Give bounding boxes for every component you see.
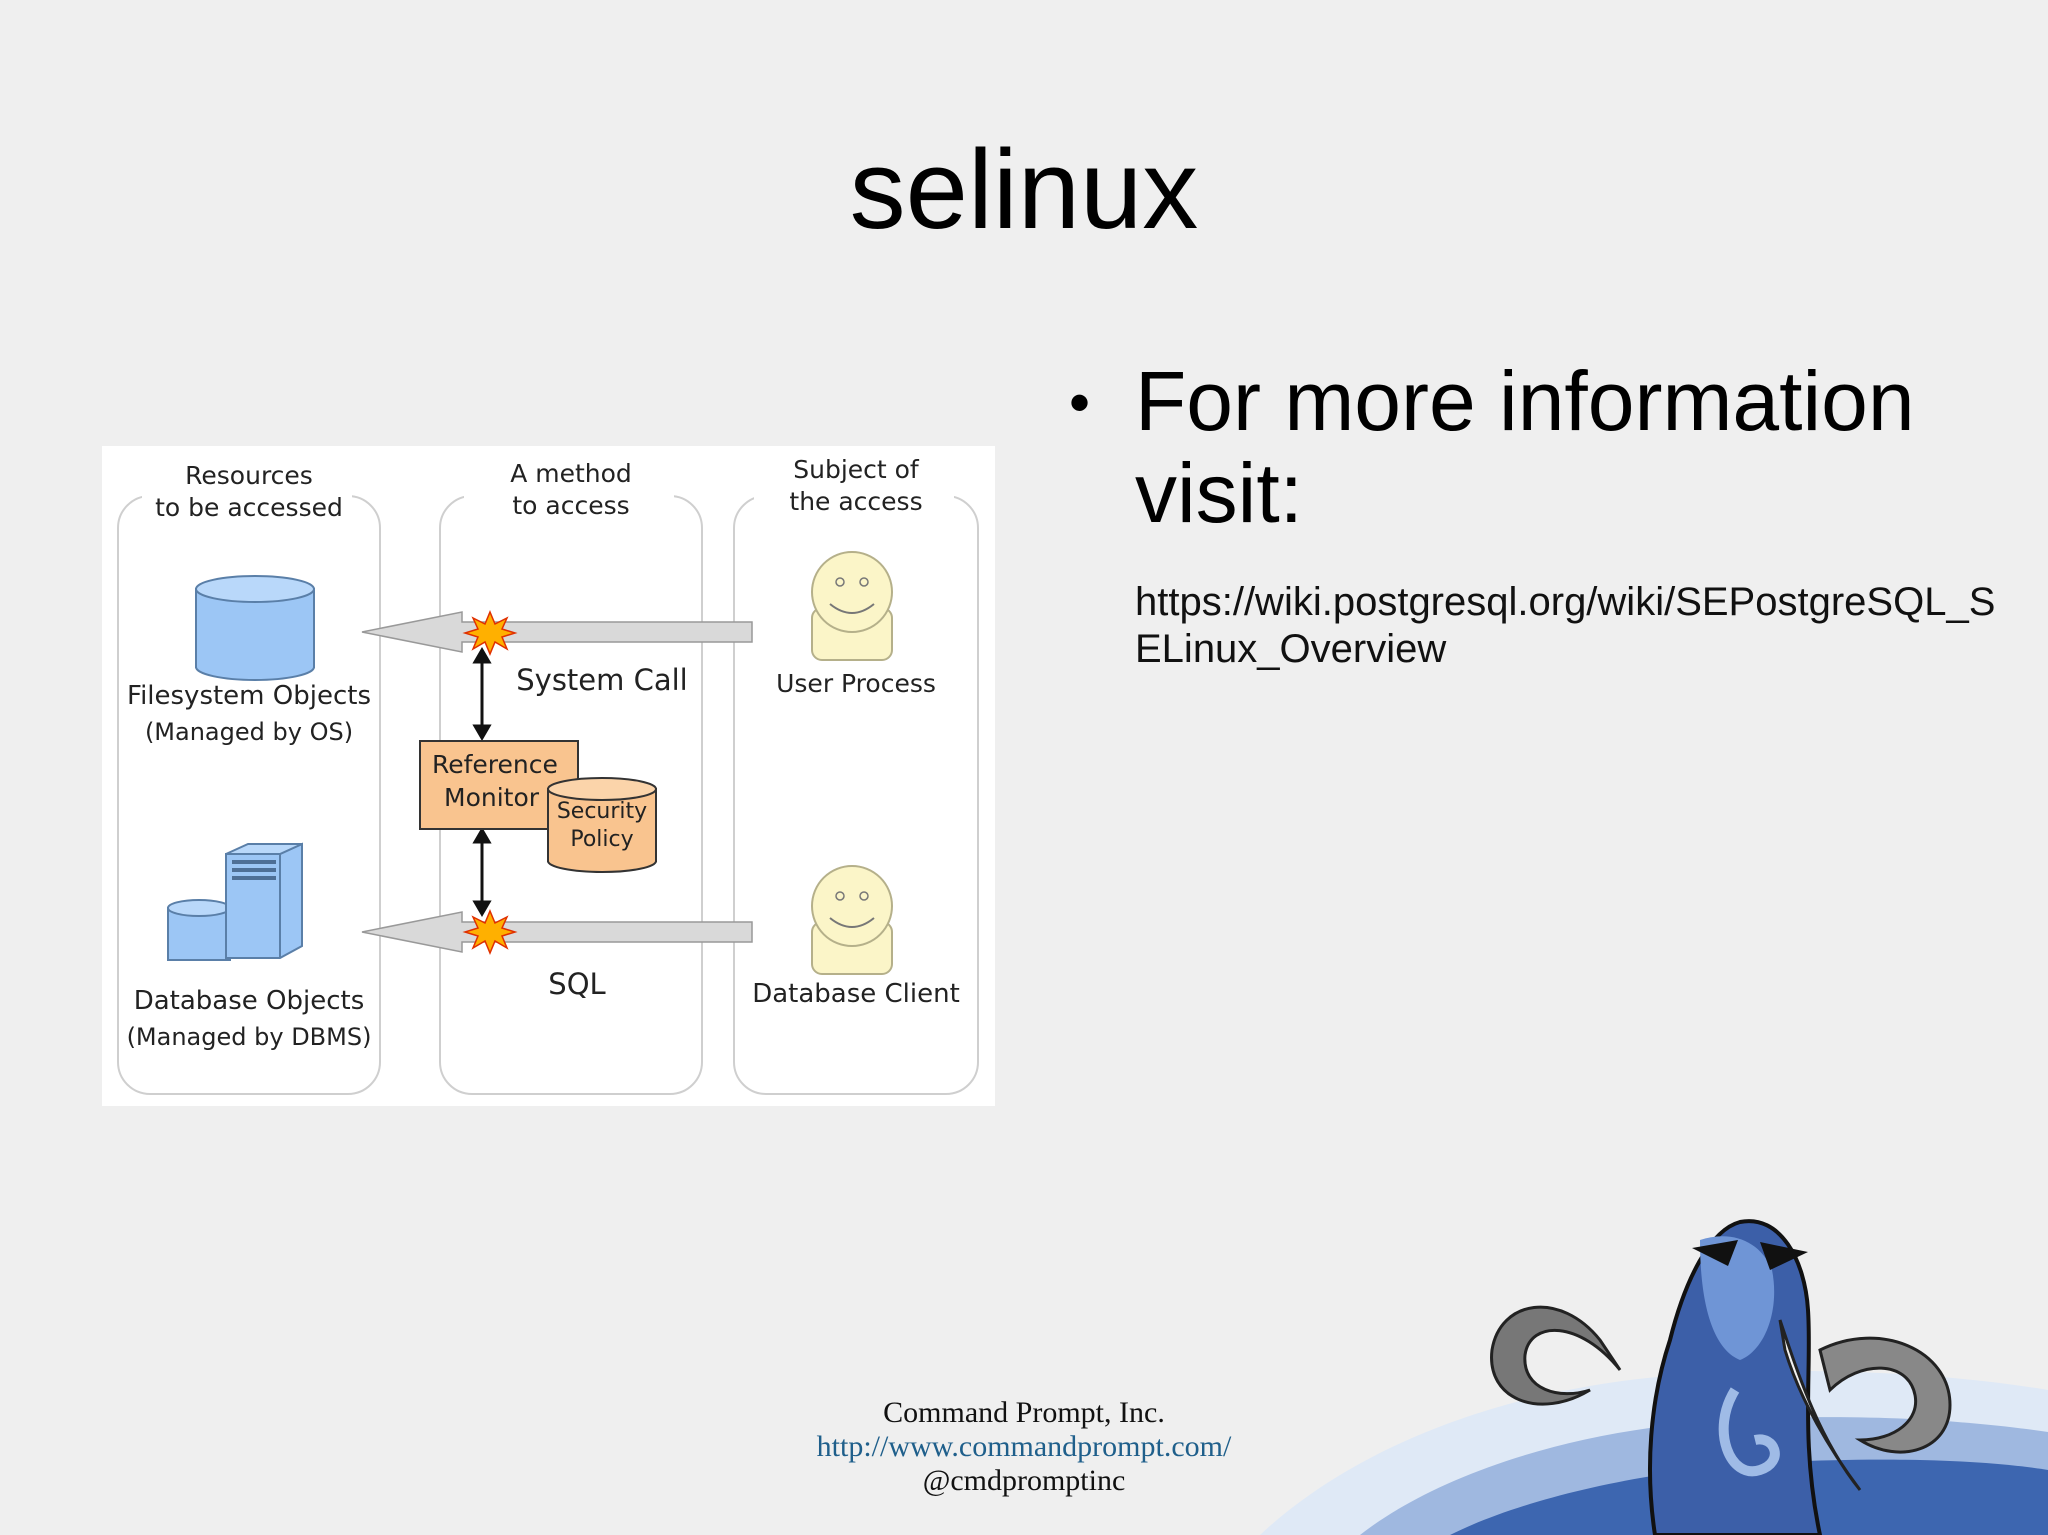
filesystem-objects-label: Filesystem Objects(Managed by OS) — [127, 681, 371, 746]
user-process-label: User Process — [776, 669, 936, 698]
company-url-link[interactable]: http://www.commandprompt.com/ — [816, 1430, 1232, 1463]
sql-arrow — [361, 911, 753, 953]
diagram-graphics — [117, 486, 979, 1095]
bullet-dot-icon: • — [1069, 369, 1091, 436]
database-server-icon — [167, 842, 303, 961]
monitor-link-arrow — [472, 647, 492, 917]
filesystem-cylinder-icon — [195, 575, 315, 681]
system-call-arrow — [361, 611, 753, 653]
system-call-label: System Call — [516, 663, 688, 697]
bullet-list: • For more information visit: https://wi… — [1065, 355, 2005, 673]
database-client-label: Database Client — [752, 979, 960, 1009]
company-name: Command Prompt, Inc. — [883, 1396, 1165, 1429]
security-policy-cylinder-icon — [547, 777, 657, 873]
database-client-avatar-icon — [811, 865, 893, 975]
bullet-text: For more information visit: — [1135, 354, 1915, 540]
slide-title: selinux — [849, 127, 1199, 252]
postgresql-wiki-link[interactable]: https://wiki.postgresql.org/wiki/SEPostg… — [1135, 580, 1996, 671]
bullet-item: • For more information visit: — [1065, 355, 2005, 539]
footer: Command Prompt, Inc. http://www.commandp… — [0, 1396, 2048, 1498]
user-process-avatar-icon — [811, 551, 893, 661]
intercept-burst-icon — [462, 909, 518, 955]
intercept-burst-icon — [462, 610, 518, 656]
sql-label: SQL — [548, 967, 606, 1001]
postgresql-elephant-logo-icon — [1260, 1219, 2048, 1535]
database-objects-label: Database Objects(Managed by DBMS) — [126, 986, 372, 1051]
twitter-handle: @cmdpromptinc — [922, 1464, 1126, 1497]
